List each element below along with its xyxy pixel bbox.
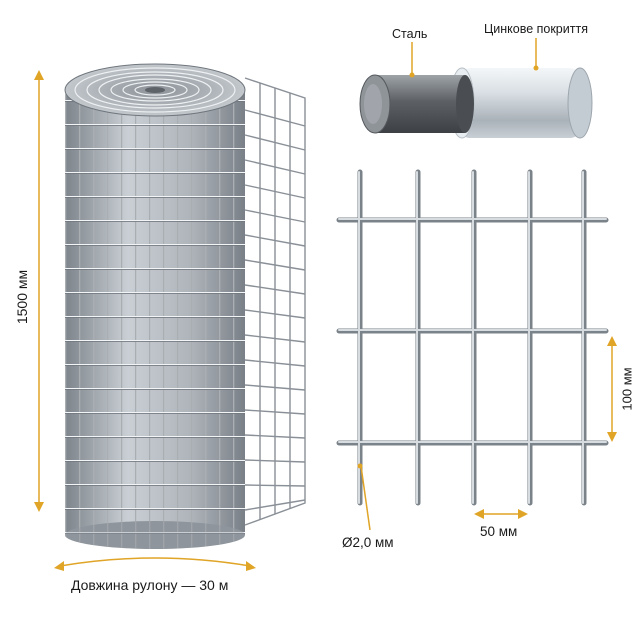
- roll-length-label: Довжина рулону — 30 м: [71, 577, 229, 593]
- length-dimension-line: [54, 557, 256, 571]
- roll-top-spiral: [74, 67, 236, 113]
- wire-diameter-leader: [357, 463, 371, 531]
- wire-diameter-label: Ø2,0 мм: [342, 535, 394, 550]
- height-dimension-line: [34, 70, 44, 512]
- wire-cross-section: [359, 67, 593, 139]
- mesh-width-label: 50 мм: [480, 524, 518, 539]
- zinc-coating-label: Цинкове покриття: [484, 22, 588, 36]
- unrolled-mesh-flap: [244, 77, 306, 526]
- mesh-roll: [64, 63, 306, 549]
- mesh-height-label: 100 мм: [619, 367, 635, 411]
- steel-label: Сталь: [392, 27, 428, 41]
- mesh-width-dimension: [474, 509, 528, 519]
- cross-section-leaders: [409, 38, 539, 78]
- roll-height-label: 1500 мм: [14, 269, 30, 325]
- mesh-detail: [336, 169, 609, 506]
- mesh-height-dimension: [607, 336, 617, 442]
